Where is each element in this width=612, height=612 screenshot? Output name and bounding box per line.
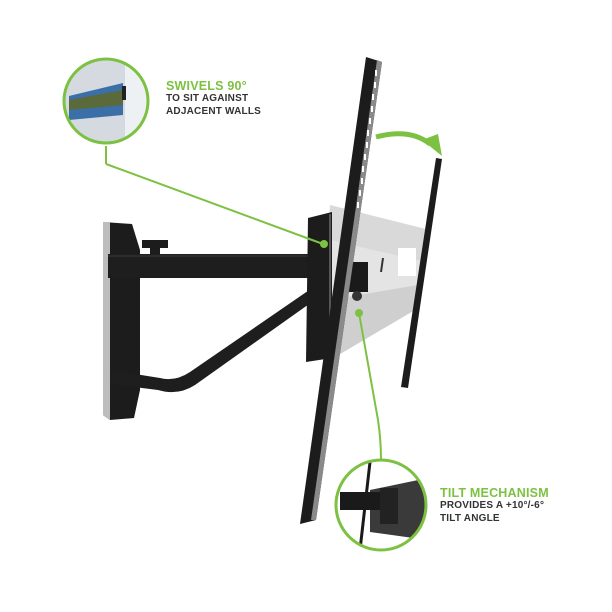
tilt-callout-dot (355, 309, 363, 317)
wall-plate (103, 222, 168, 420)
curved-arrow-icon (375, 131, 432, 147)
tilt-callout: TILT MECHANISM PROVIDES A +10°/-6° TILT … (440, 486, 549, 525)
right-vertical-rail (401, 158, 442, 388)
swivel-callout-dot (320, 240, 328, 248)
swivel-callout-line (105, 163, 324, 245)
swivel-callout-title: SWIVELS 90° (166, 79, 247, 93)
arrow-head-icon (422, 134, 442, 156)
swivel-callout: SWIVELS 90° TO SIT AGAINST ADJACENT WALL… (166, 79, 261, 118)
tilt-callout-line (358, 312, 382, 461)
swivel-inset (64, 59, 148, 143)
tv-bracket-plate (328, 205, 430, 360)
tilt-inset (336, 460, 426, 550)
swivel-callout-line2: ADJACENT WALLS (166, 105, 262, 117)
upper-arm (108, 254, 322, 278)
swivel-callout-line1: TO SIT AGAINST (166, 93, 249, 104)
lower-arm (110, 284, 326, 393)
tilt-callout-line2: TILT ANGLE (440, 512, 500, 524)
tilt-callout-title: TILT MECHANISM (440, 486, 549, 500)
left-vertical-rail (300, 57, 382, 524)
tilt-callout-line1: PROVIDES A +10°/-6° (440, 500, 545, 511)
